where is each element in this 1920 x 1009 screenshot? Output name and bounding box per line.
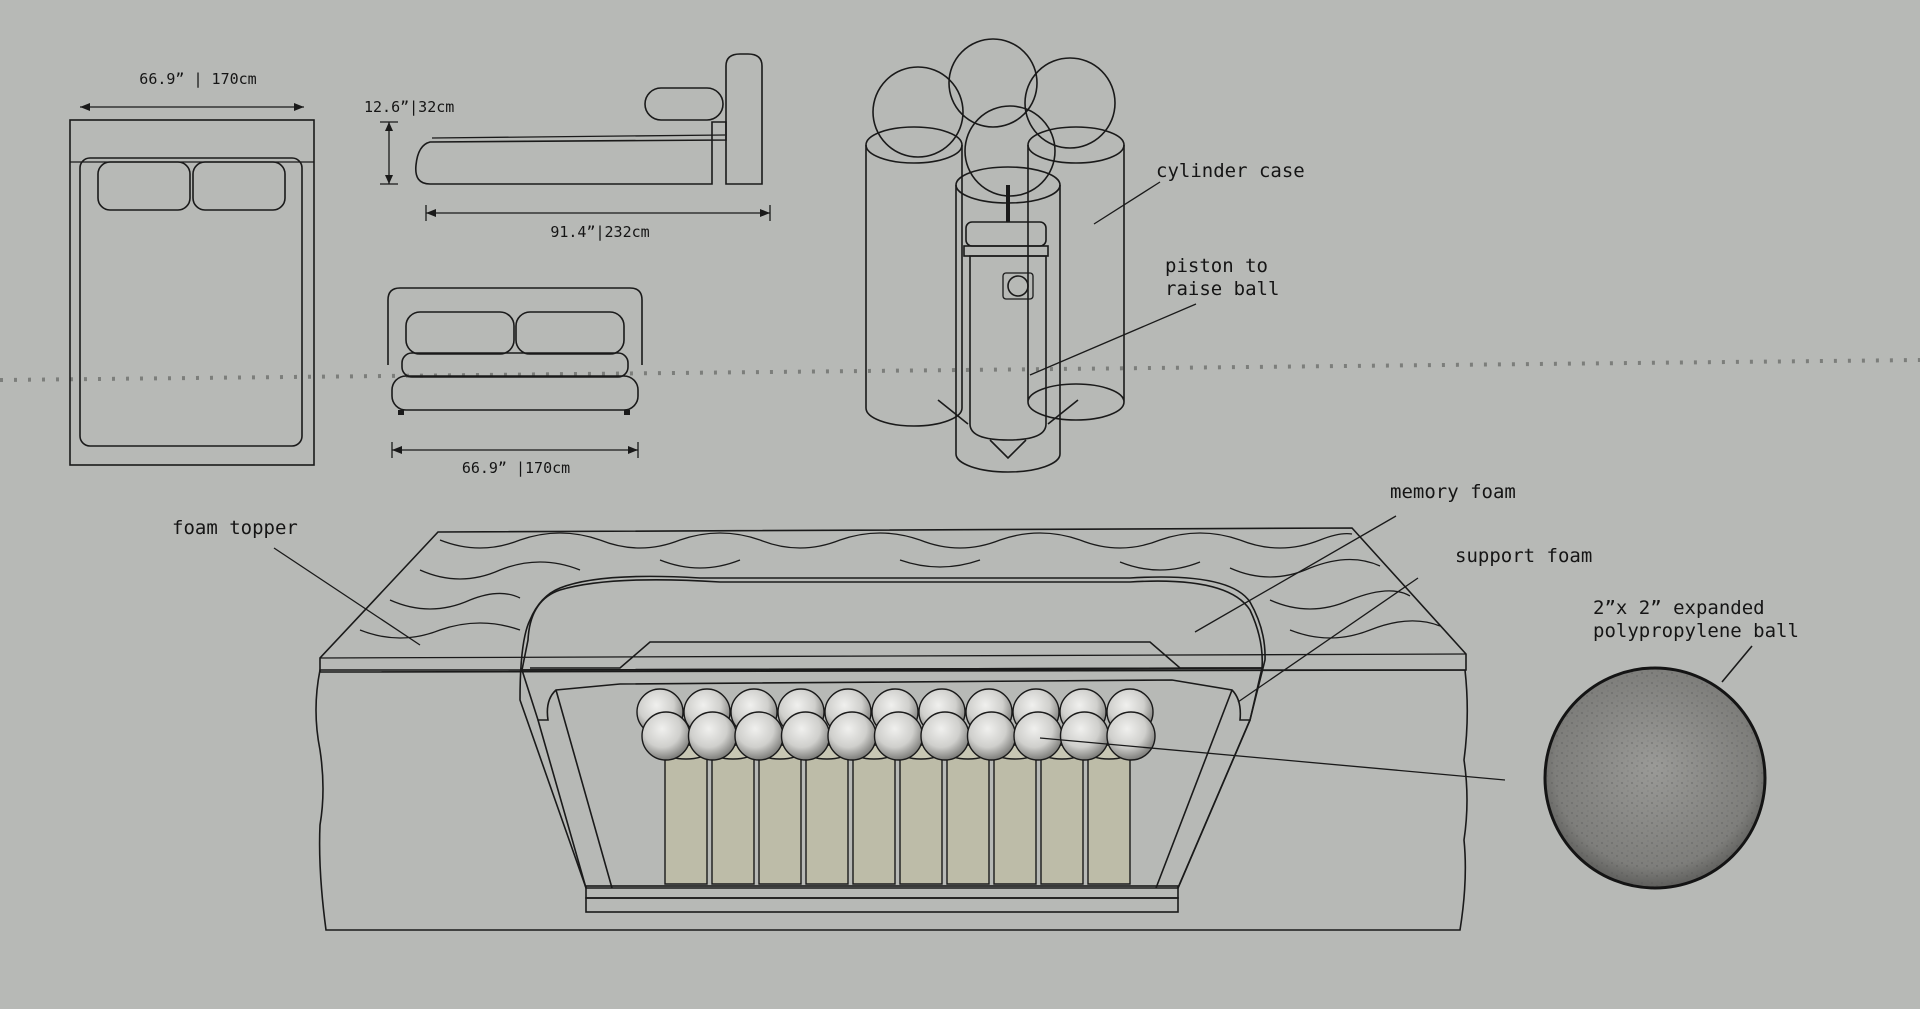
inner-cylinders bbox=[664, 744, 1131, 885]
support-foam-callout-line bbox=[1237, 577, 1419, 703]
inner-ball bbox=[734, 711, 784, 761]
inner-ball bbox=[1013, 711, 1063, 761]
inner-cylinder bbox=[946, 752, 990, 885]
inner-cylinder bbox=[664, 752, 708, 885]
memory-foam-callout-line bbox=[1194, 515, 1397, 633]
foam-topper-callout-line bbox=[273, 547, 421, 646]
piston-label-line2: raise ball bbox=[1165, 278, 1279, 300]
inner-ball bbox=[873, 711, 924, 761]
inner-ball bbox=[1106, 711, 1156, 761]
inner-ball bbox=[1059, 711, 1110, 761]
inner-ball bbox=[966, 711, 1017, 761]
piston-label-line1: piston to bbox=[1165, 255, 1268, 277]
memory-foam-label: memory foam bbox=[1390, 481, 1516, 503]
bed-front-view bbox=[387, 287, 643, 458]
side-length-dimension: 91.4”|232cm bbox=[550, 223, 649, 241]
big-ball-callout-line bbox=[1721, 645, 1753, 683]
front-width-dimension: 66.9” |170cm bbox=[462, 459, 570, 477]
cylinder-case-callout-line bbox=[1093, 181, 1161, 225]
support-foam-label: support foam bbox=[1455, 545, 1592, 567]
ball-callout-line bbox=[1039, 737, 1506, 781]
inner-cylinder bbox=[1040, 752, 1084, 885]
side-height-dimension: 12.6”|32cm bbox=[364, 98, 454, 116]
cylinder-cluster bbox=[865, 38, 1125, 473]
inner-cylinder bbox=[899, 752, 943, 885]
top-width-dimension: 66.9” | 170cm bbox=[139, 70, 256, 88]
inner-cylinder bbox=[758, 752, 802, 885]
polypropylene-ball-detail bbox=[1543, 666, 1767, 890]
inner-ball bbox=[641, 711, 691, 761]
piston-callout-line bbox=[1029, 303, 1197, 376]
inner-ball bbox=[780, 711, 831, 761]
inner-cylinder bbox=[993, 752, 1037, 885]
inner-cylinder bbox=[852, 752, 896, 885]
inner-balls bbox=[636, 688, 1156, 761]
mattress-cutaway bbox=[315, 527, 1469, 931]
ball-label-line1: 2”x 2” expanded bbox=[1593, 597, 1765, 619]
inner-ball bbox=[827, 711, 877, 761]
inner-cylinder bbox=[1087, 752, 1131, 885]
dotted-divider bbox=[0, 358, 1920, 382]
inner-ball bbox=[687, 711, 738, 761]
bed-top-view bbox=[69, 103, 315, 466]
cylinder-case-label: cylinder case bbox=[1156, 160, 1305, 182]
bed-side-view bbox=[380, 53, 771, 221]
quilt-pattern bbox=[359, 532, 1441, 639]
inner-ball bbox=[920, 711, 970, 761]
inner-cylinder bbox=[805, 752, 849, 885]
foam-topper-label: foam topper bbox=[172, 517, 298, 539]
inner-cylinder bbox=[711, 752, 755, 885]
ball-label-line2: polypropylene ball bbox=[1593, 620, 1799, 642]
